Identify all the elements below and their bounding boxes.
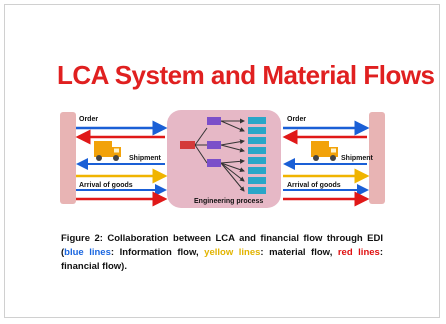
- mid-node-1: [207, 117, 221, 125]
- mid-node-2: [207, 141, 221, 149]
- leaf-node-8: [248, 187, 266, 194]
- slide-frame: [4, 4, 440, 318]
- right-partner-box: [369, 112, 385, 204]
- slide-title: LCA System and Material Flows: [57, 60, 435, 90]
- leaf-node-6: [248, 167, 266, 174]
- caption-red-lines: red lines: [337, 247, 380, 258]
- engineering-process-label: Engineering process: [194, 198, 263, 205]
- right-shipment-label: Shipment: [341, 155, 374, 162]
- root-node: [180, 141, 195, 149]
- left-shipment-label: Shipment: [129, 155, 162, 162]
- caption-part-2: : Information flow,: [110, 247, 205, 258]
- left-partner-box: [60, 112, 76, 204]
- leaf-node-7: [248, 177, 266, 184]
- caption-part-3: : material flow,: [260, 247, 338, 258]
- left-truck-icon: [94, 141, 121, 161]
- right-truck-icon: [311, 141, 338, 161]
- caption-part-1: Figure 2: Collaboration between LCA and …: [61, 233, 383, 258]
- leaf-node-3: [248, 137, 266, 144]
- right-order-label: Order: [287, 116, 306, 123]
- process-hierarchy: [180, 117, 266, 194]
- caption-blue-lines: blue lines: [64, 247, 111, 258]
- leaf-node-5: [248, 157, 266, 164]
- left-arrival-label: Arrival of goods: [79, 182, 133, 189]
- leaf-node-2: [248, 127, 266, 134]
- mid-node-3: [207, 159, 221, 167]
- right-arrival-label: Arrival of goods: [287, 182, 341, 189]
- caption-part-4: : financial flow).: [61, 247, 383, 272]
- caption-yellow-lines: yellow lines: [204, 247, 261, 258]
- leaf-node-4: [248, 147, 266, 154]
- leaf-node-1: [248, 117, 266, 124]
- left-order-label: Order: [79, 116, 98, 123]
- figure-caption: Figure 2: Collaboration between LCA and …: [61, 232, 383, 274]
